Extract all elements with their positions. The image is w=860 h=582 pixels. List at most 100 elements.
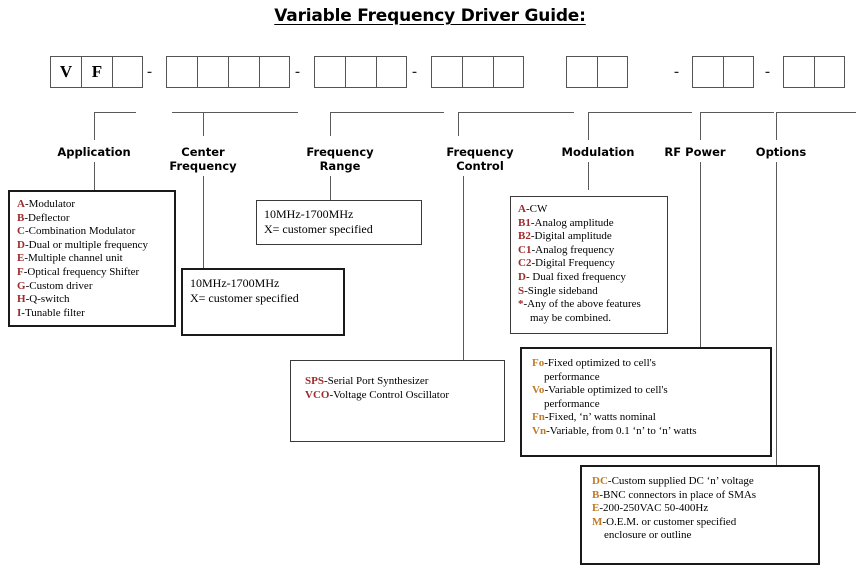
legend-box-rf-power: Fo-Fixed optimized to cell's performance… xyxy=(520,347,772,457)
legend-entry: Vn-Variable, from 0.1 ‘n’ to ‘n’ watts xyxy=(532,425,760,439)
entry-text: Analog amplitude xyxy=(534,216,614,229)
entry-text: Modulator xyxy=(28,198,76,210)
entry-text: Single sideband xyxy=(527,284,598,297)
entry-text: Digital amplitude xyxy=(534,230,612,243)
legend-entry: SPS-Serial Port Synthesizer xyxy=(305,375,497,389)
legend-entry-continuation: may be combined. xyxy=(530,311,611,324)
entry-text: Deflector xyxy=(28,211,70,224)
pn-cell[interactable] xyxy=(783,56,814,88)
caption-center-frequency: Center Frequency xyxy=(153,145,253,173)
pn-cell[interactable] xyxy=(566,56,597,88)
caption-label: RF Power xyxy=(664,145,726,159)
entry-sep: - xyxy=(530,216,535,229)
pn-group-prefix: V F xyxy=(50,56,143,88)
range-line-2: X= customer specified xyxy=(264,222,373,236)
caption-modulation: Modulation xyxy=(548,145,648,159)
legend-entry-continuation: performance xyxy=(544,370,600,383)
pn-cell[interactable] xyxy=(376,56,407,88)
pn-separator: - xyxy=(295,63,300,80)
pn-cell[interactable] xyxy=(197,56,228,88)
range-line-1: 10MHz-1700MHz xyxy=(264,207,354,221)
pn-cell[interactable] xyxy=(166,56,197,88)
leader-frequency-control-box xyxy=(463,176,464,360)
pn-group-modulation xyxy=(566,56,628,88)
entry-text: Custom supplied DC ‘n’ voltage xyxy=(611,475,754,487)
pn-cell[interactable] xyxy=(345,56,376,88)
pn-cell[interactable]: F xyxy=(81,56,112,88)
entry-text: Dual or multiple frequency xyxy=(28,238,149,251)
entry-text: Voltage Control Oscillator xyxy=(333,388,450,401)
pn-cell[interactable] xyxy=(597,56,628,88)
leader-rf-power xyxy=(700,112,701,140)
entry-sep: - xyxy=(23,265,28,278)
entry-code: D xyxy=(518,270,526,283)
legend-entry: A-Modulator xyxy=(17,198,167,212)
entry-code: D xyxy=(17,238,25,251)
legend-entry: B2-Digital amplitude xyxy=(518,230,660,244)
caption-label-line1: Frequency xyxy=(306,145,374,159)
entry-code: S xyxy=(518,284,525,297)
pn-cell[interactable]: V xyxy=(50,56,81,88)
entry-text: Serial Port Synthesizer xyxy=(327,375,429,387)
legend-box-frequency-range: 10MHz-1700MHz X= customer specified xyxy=(256,200,422,245)
pn-cell[interactable] xyxy=(723,56,754,88)
legend-entry: M-O.E.M. or customer specified xyxy=(592,516,808,530)
entry-code: * xyxy=(518,298,524,311)
pn-group-frequency-range xyxy=(314,56,407,88)
pn-cell[interactable] xyxy=(692,56,723,88)
legend-entry: Fn-Fixed, ‘n’ watts nominal xyxy=(532,411,760,425)
entry-sep: - xyxy=(523,298,528,311)
leader-rf-power-box xyxy=(700,162,701,347)
entry-code: E xyxy=(17,252,25,265)
legend-box-options: DC-Custom supplied DC ‘n’ voltage B-BNC … xyxy=(580,465,820,565)
caption-frequency-control: Frequency Control xyxy=(430,145,530,173)
entry-code: C1 xyxy=(518,243,532,256)
entry-text: Variable optimized to cell's xyxy=(548,384,668,397)
pn-cell[interactable] xyxy=(462,56,493,88)
legend-entry: F-Optical frequency Shifter xyxy=(17,266,167,280)
entry-code: G xyxy=(17,279,26,292)
caption-label-line2: Control xyxy=(456,159,504,173)
pn-cell[interactable] xyxy=(259,56,290,88)
entry-code: VCO xyxy=(305,388,330,401)
center-line-2: X= customer specified xyxy=(190,291,299,305)
entry-sep: - xyxy=(323,375,328,387)
caption-application: Application xyxy=(44,145,144,159)
legend-entry: I-Tunable filter xyxy=(17,307,167,321)
entry-sep: - xyxy=(24,238,29,251)
bracket-options xyxy=(776,112,856,113)
legend-entry: E-Multiple channel unit xyxy=(17,252,167,266)
entry-sep: - xyxy=(531,257,536,270)
entry-code: F xyxy=(17,265,24,278)
pn-cell[interactable] xyxy=(493,56,524,88)
pn-cell[interactable] xyxy=(814,56,845,88)
pn-cell[interactable] xyxy=(112,56,143,88)
entry-text: Fixed, ‘n’ watts nominal xyxy=(548,411,656,424)
legend-entry: B1-Analog amplitude xyxy=(518,217,660,231)
entry-text: Digital Frequency xyxy=(535,257,615,270)
legend-entry: B-Deflector xyxy=(17,212,167,226)
pn-cell[interactable] xyxy=(228,56,259,88)
entry-code: C xyxy=(17,225,25,238)
entry-text: 200-250VAC 50-400Hz xyxy=(603,502,709,515)
legend-entry: E-200-250VAC 50-400Hz xyxy=(592,502,808,516)
pn-cell[interactable] xyxy=(431,56,462,88)
entry-text: Q-switch xyxy=(29,293,70,306)
entry-code: E xyxy=(592,502,600,515)
entry-sep: - xyxy=(599,488,604,501)
bracket-application xyxy=(94,112,136,113)
legend-entry: C-Combination Modulator xyxy=(17,225,167,239)
leader-options-box xyxy=(776,162,777,465)
legend-entry-continuation: enclosure or outline xyxy=(604,529,692,542)
entry-code: A xyxy=(17,198,25,210)
leader-center-frequency-box xyxy=(203,176,204,268)
entry-sep: - xyxy=(329,388,334,401)
leader-modulation-box xyxy=(588,162,589,190)
entry-code: Fo xyxy=(532,357,545,369)
entry-text: Multiple channel unit xyxy=(28,252,123,265)
entry-sep: - xyxy=(546,424,550,437)
pn-cell[interactable] xyxy=(314,56,345,88)
legend-entry: Vo-Variable optimized to cell's xyxy=(532,384,760,398)
legend-entry-continuation: performance xyxy=(544,397,600,410)
pn-group-rf-power xyxy=(692,56,754,88)
